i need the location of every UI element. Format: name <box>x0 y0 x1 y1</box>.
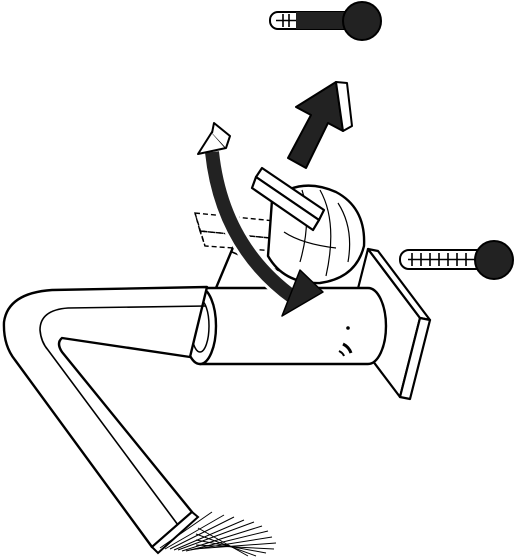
lever-handle <box>250 166 326 232</box>
faucet-spout <box>2 285 209 555</box>
pull-up-arrow-icon <box>287 81 353 169</box>
lever-ghost-position <box>194 212 291 253</box>
thermometer-hot-icon <box>399 240 514 280</box>
thermometer-cold-icon <box>269 1 382 41</box>
rotate-arrow-icon <box>197 122 324 317</box>
water-spray-icon <box>159 511 277 557</box>
